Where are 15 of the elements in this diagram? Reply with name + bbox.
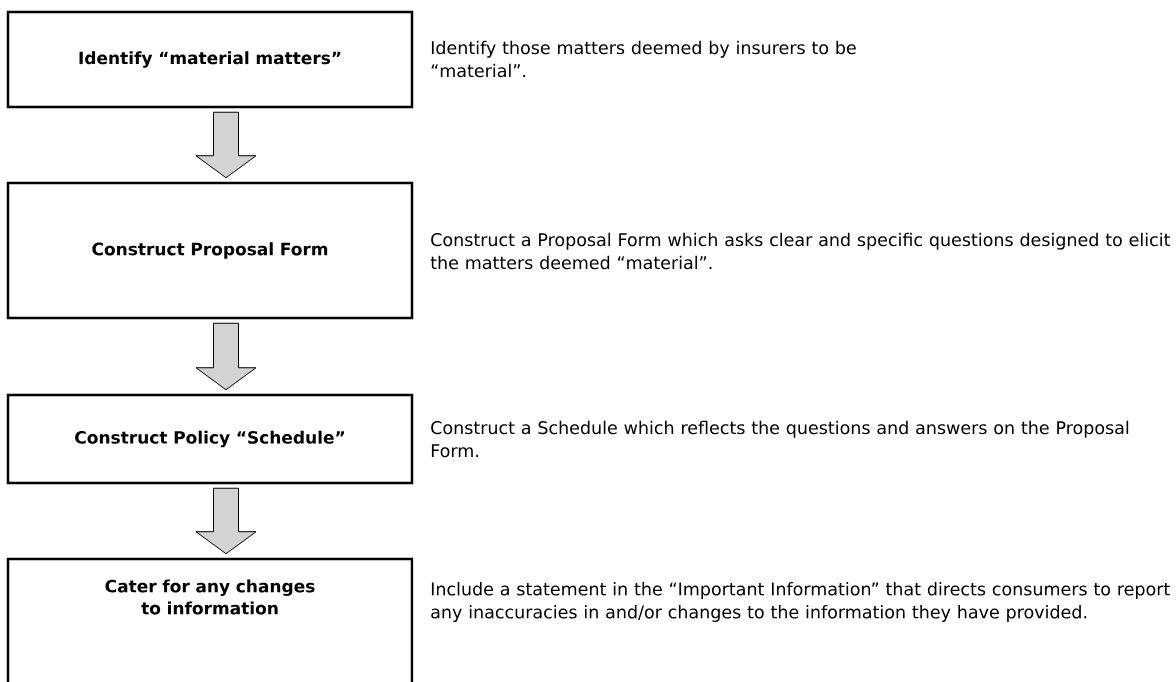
process-box (6, 393, 414, 485)
block-arrow (195, 111, 257, 179)
block-arrow (195, 322, 257, 391)
description-text: Construct a Proposal Form which asks clear and specific questions designed to elicit the matters deemed “material”. (430, 232, 1171, 270)
process-box (6, 10, 414, 109)
step-label: Identify “material matters” (79, 51, 341, 68)
block-arrow (195, 487, 257, 555)
step-label: Cater for any changes to information (105, 579, 315, 615)
step-label: Construct Proposal Form (92, 242, 328, 259)
process-box (6, 181, 414, 320)
description-text: Construct a Schedule which reflects the questions and answers on the Proposal Form. (431, 420, 1129, 458)
step-label: Construct Policy “Schedule” (75, 430, 344, 448)
description-text: Include a statement in the “Important Information” that directs consumers to report any inaccuracies in and/or changes to the information they have provided. (431, 582, 1170, 622)
description-text: Identify those matters deemed by insurers to be “material”. (431, 40, 856, 78)
process-box (6, 557, 414, 682)
